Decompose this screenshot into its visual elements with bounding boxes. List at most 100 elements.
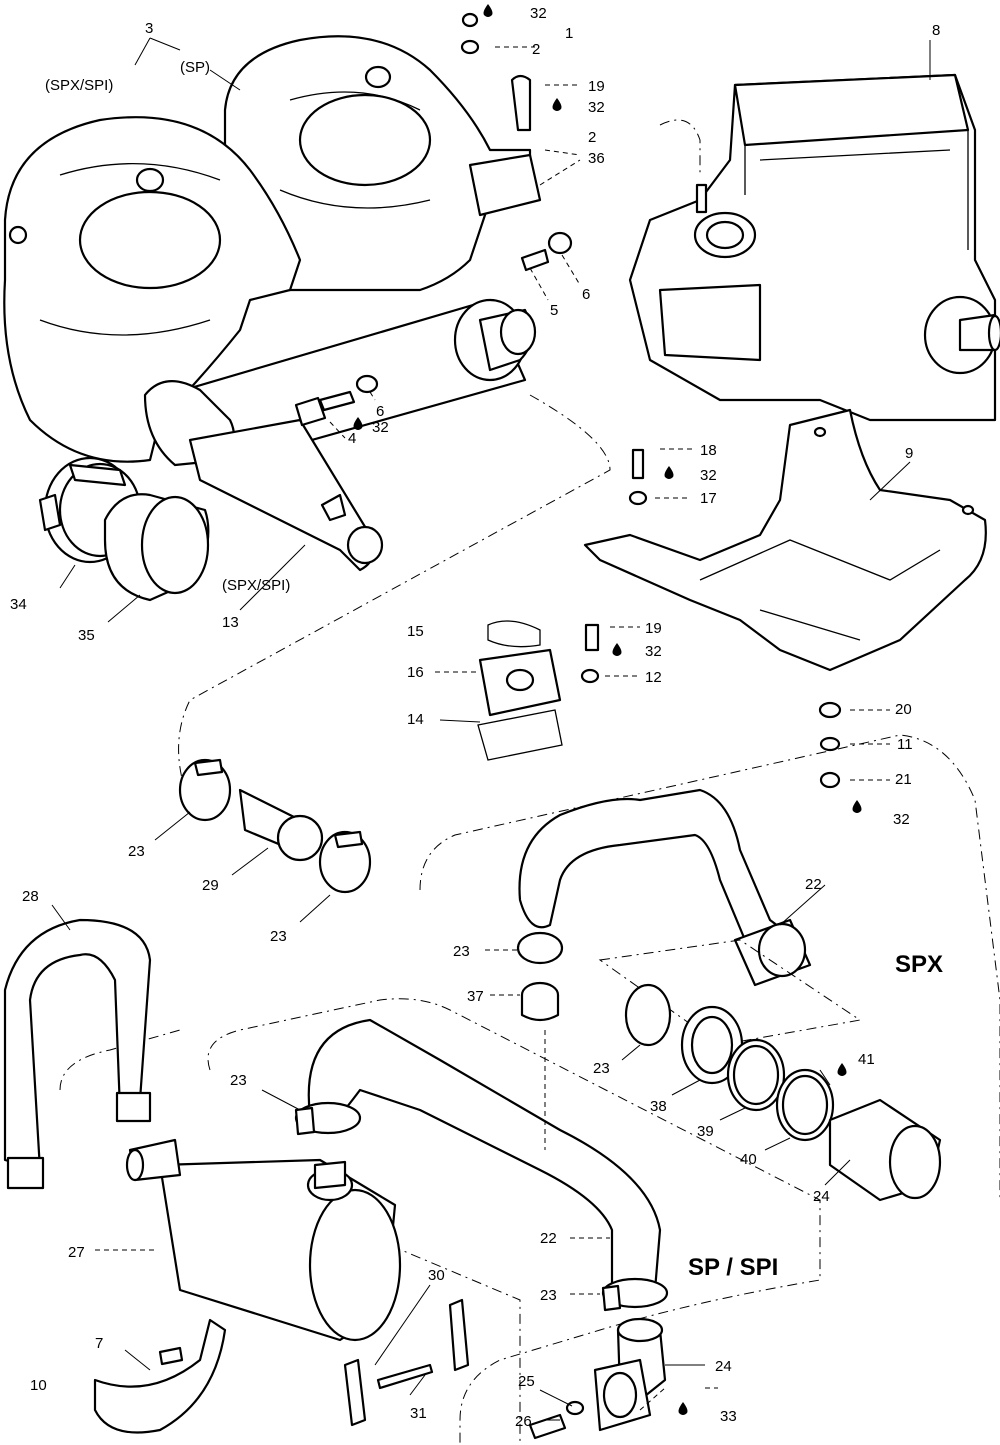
plate-16 <box>478 648 562 717</box>
callout-40: 40 <box>740 1151 757 1168</box>
drop-icon <box>852 800 862 813</box>
variant-label-spx-spi-13: (SPX/SPI) <box>222 577 290 594</box>
muffler-27 <box>125 1138 402 1342</box>
callout-2-mid: 2 <box>588 129 596 146</box>
callout-13: 13 <box>222 614 239 631</box>
exhaust-manifold-sp <box>219 35 532 292</box>
pin-31 <box>376 1363 434 1390</box>
callout-23-f: 23 <box>540 1287 557 1304</box>
callout-29: 29 <box>202 877 219 894</box>
group-label-spx: SPX <box>895 951 943 978</box>
drop-icon <box>353 417 363 430</box>
callout-12: 12 <box>645 669 662 686</box>
callout-41: 41 <box>858 1051 875 1068</box>
engine-support-9 <box>583 408 987 672</box>
callout-3: 3 <box>145 20 153 37</box>
callout-31: 31 <box>410 1405 427 1422</box>
exhaust-cone-13 <box>143 298 537 572</box>
bolt-19-mid <box>584 623 600 652</box>
outlet-24-spx <box>828 1098 942 1202</box>
washer-11 <box>819 736 841 752</box>
drop-icon <box>678 1402 688 1415</box>
engine-8 <box>628 73 1000 422</box>
callout-4: 4 <box>348 430 356 447</box>
callout-20: 20 <box>895 701 912 718</box>
washer-6-lower <box>355 374 379 394</box>
callout-38: 38 <box>650 1098 667 1115</box>
spx-group-outline <box>419 734 1000 1200</box>
callout-15: 15 <box>407 623 424 640</box>
variant-label-spx-spi-top: (SPX/SPI) <box>45 77 113 94</box>
bolt-26 <box>528 1413 567 1440</box>
callout-35: 35 <box>78 627 95 644</box>
drop-icon <box>837 1063 847 1076</box>
bracket-30 <box>343 1298 470 1427</box>
callout-26: 26 <box>515 1413 532 1430</box>
callout-25: 25 <box>518 1373 535 1390</box>
strap-28 <box>3 918 152 1190</box>
callout-34: 34 <box>10 596 27 613</box>
drop-icon <box>612 643 622 656</box>
leader-lines <box>51 37 931 1421</box>
callout-32-f: 32 <box>893 811 910 828</box>
washer-25 <box>565 1400 585 1416</box>
callout-32-e: 32 <box>645 643 662 660</box>
callout-6-lower: 6 <box>376 403 384 420</box>
bolt-18 <box>631 448 645 480</box>
elbow-24-sp <box>593 1317 667 1432</box>
hose-29 <box>238 788 324 862</box>
drop-icon <box>664 466 674 479</box>
callout-18: 18 <box>700 442 717 459</box>
drop-icon <box>483 4 493 17</box>
washer-17 <box>628 490 648 506</box>
clamp-23-spx-top <box>516 931 564 965</box>
clamp-23-upper-left <box>178 758 232 822</box>
callout-30: 30 <box>428 1267 445 1284</box>
washer-2-top <box>460 12 480 55</box>
callout-14: 14 <box>407 711 424 728</box>
callout-11: 11 <box>897 736 913 753</box>
callout-22-sp: 22 <box>540 1230 557 1247</box>
callout-24-sp: 24 <box>715 1358 732 1375</box>
callout-9: 9 <box>905 445 913 462</box>
callout-32-d: 32 <box>700 467 717 484</box>
callout-22-spx: 22 <box>805 876 822 893</box>
callout-23-e: 23 <box>230 1072 247 1089</box>
clamp-23-sp-bottom <box>601 1277 669 1312</box>
clamp-23-spx-mid <box>624 983 672 1047</box>
bolt-4 <box>294 390 356 427</box>
gasket-14 <box>477 709 563 761</box>
exhaust-manifold-spx-spi <box>3 116 302 463</box>
callout-21: 21 <box>895 771 912 788</box>
callout-32-c: 32 <box>372 419 389 436</box>
variant-label-sp-top: (SP) <box>180 59 210 76</box>
callout-16: 16 <box>407 664 424 681</box>
callout-23-a: 23 <box>128 843 145 860</box>
gasket-15 <box>487 620 541 648</box>
clamp-23-lower-left <box>318 830 372 894</box>
ring-40 <box>775 1068 835 1142</box>
callout-19-mid: 19 <box>645 620 662 637</box>
callout-23-d: 23 <box>593 1060 610 1077</box>
callout-2-top: 2 <box>532 41 540 58</box>
callout-33: 33 <box>720 1408 737 1425</box>
hose-22-spx <box>518 788 812 987</box>
stud-5 <box>520 248 550 272</box>
callout-23-c: 23 <box>453 943 470 960</box>
drop-icon <box>552 98 562 111</box>
callout-24-spx: 24 <box>813 1188 830 1205</box>
callout-17: 17 <box>700 490 717 507</box>
callout-32-a: 32 <box>530 5 547 22</box>
seal-37 <box>520 981 560 1022</box>
gasket-36 <box>468 153 542 217</box>
ring-38 <box>680 1005 744 1085</box>
callout-32-b: 32 <box>588 99 605 116</box>
callout-36: 36 <box>588 150 605 167</box>
callout-39: 39 <box>697 1123 714 1140</box>
nut-6-upper <box>547 231 573 255</box>
callout-10: 10 <box>30 1377 47 1394</box>
callout-23-b: 23 <box>270 928 287 945</box>
manifold-group-outline <box>178 119 701 791</box>
callout-6-upper: 6 <box>582 286 590 303</box>
